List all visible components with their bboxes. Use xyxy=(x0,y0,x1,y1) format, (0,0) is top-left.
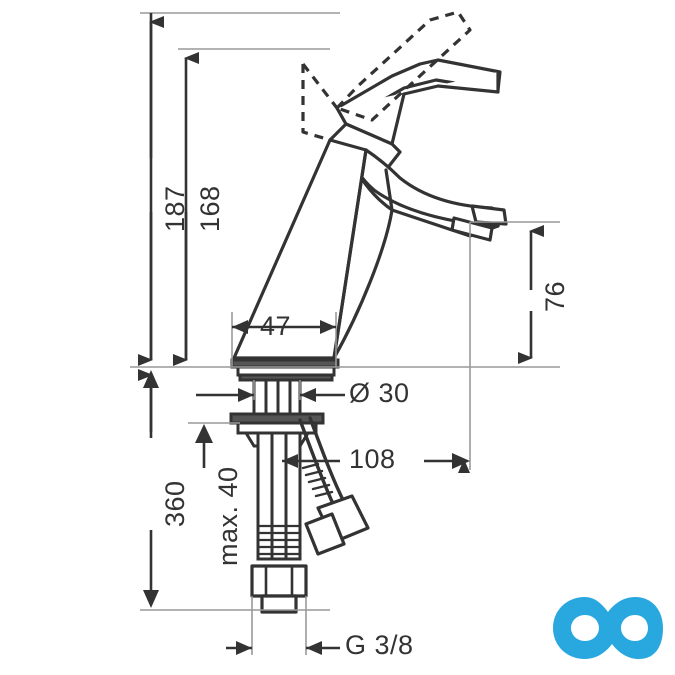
extension-lines xyxy=(130,12,560,655)
faucet-base-plate xyxy=(230,358,340,382)
aerator xyxy=(450,204,508,242)
threaded-rod xyxy=(256,431,302,561)
dimension-label-187: 187 xyxy=(160,185,190,232)
faucet-column xyxy=(232,138,394,360)
column-left-face xyxy=(232,138,368,360)
co-infinity-logo xyxy=(553,597,663,659)
logo-mark xyxy=(553,597,663,659)
faucet-outline xyxy=(328,58,502,172)
dimension-label-108: 108 xyxy=(349,444,396,474)
dimension-label-76: 76 xyxy=(540,280,570,312)
dimension-label-47: 47 xyxy=(260,311,292,341)
mounting-shank xyxy=(252,378,302,418)
dimension-label-d30: Ø 30 xyxy=(349,378,410,408)
dimension-label-g38: G 3/8 xyxy=(345,630,414,660)
flexible-hose xyxy=(298,416,370,556)
dimension-label-360: 360 xyxy=(160,480,190,527)
dimension-label-168: 168 xyxy=(195,185,225,232)
dimension-label-max-40: max. 40 xyxy=(213,466,243,566)
dimension-lines xyxy=(138,13,544,655)
lever-handle-open-dashed xyxy=(301,10,472,142)
g38-connector xyxy=(250,564,308,614)
